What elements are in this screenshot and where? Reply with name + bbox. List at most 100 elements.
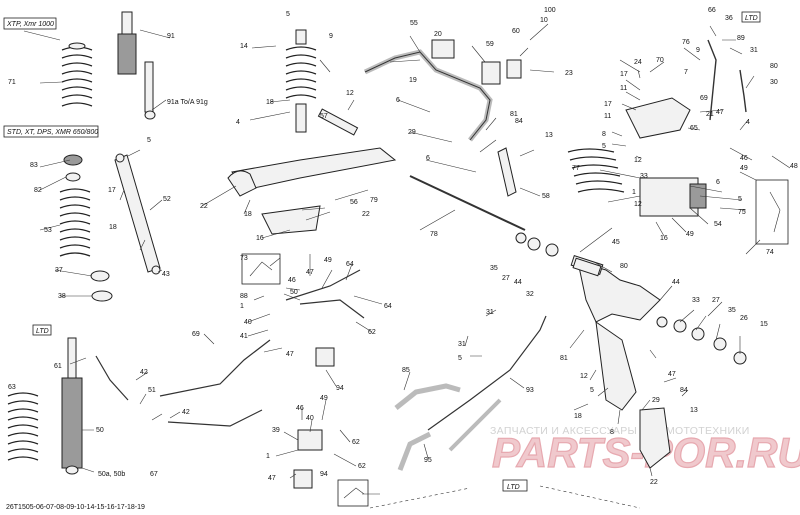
callout-42: 42 bbox=[140, 369, 148, 376]
callouts: 5 55 20 100 10 60 59 23 19 14 9 71 91 91… bbox=[8, 7, 798, 486]
callout-18b: 18 bbox=[109, 224, 117, 231]
callout-27b: 27 bbox=[712, 297, 720, 304]
callout-5e: 5 bbox=[738, 196, 742, 203]
callout-13b: 13 bbox=[690, 407, 698, 414]
tag-std: STD, XT, DPS, XMR 650/800 bbox=[7, 129, 98, 136]
callout-64: 64 bbox=[346, 261, 354, 268]
callout-61: 61 bbox=[54, 363, 62, 370]
callout-14: 14 bbox=[240, 43, 248, 50]
callout-66: 66 bbox=[708, 7, 716, 14]
callout-3: 33 bbox=[640, 173, 648, 180]
callout-36: 36 bbox=[725, 15, 733, 22]
callout-6: 6 bbox=[396, 97, 400, 104]
callout-84: 84 bbox=[515, 118, 523, 125]
callout-41: 41 bbox=[240, 333, 248, 340]
callout-74: 74 bbox=[766, 249, 774, 256]
callout-80: 80 bbox=[620, 263, 628, 270]
callout-49b: 49 bbox=[686, 231, 694, 238]
callout-51: 51 bbox=[148, 387, 156, 394]
callout-46: 46 bbox=[740, 155, 748, 162]
callout-13: 13 bbox=[545, 132, 553, 139]
callout-5d: 5 bbox=[602, 143, 606, 150]
callout-27: 27 bbox=[502, 275, 510, 282]
callout-47b: 47 bbox=[668, 371, 676, 378]
callout-42b: 42 bbox=[182, 409, 190, 416]
callout-58: 58 bbox=[542, 193, 550, 200]
callout-88: 88 bbox=[240, 293, 248, 300]
callout-5b: 5 bbox=[147, 137, 151, 144]
callout-35: 35 bbox=[490, 265, 498, 272]
callout-31b: 31 bbox=[486, 309, 494, 316]
callout-1c: 1 bbox=[266, 453, 270, 460]
callout-82: 82 bbox=[34, 187, 42, 194]
callout-63: 63 bbox=[8, 384, 16, 391]
callout-76: 76 bbox=[682, 39, 690, 46]
callout-26: 26 bbox=[740, 315, 748, 322]
callout-37: 37 bbox=[55, 267, 63, 274]
callout-77: 77 bbox=[572, 165, 580, 172]
callout-17b: 17 bbox=[620, 71, 628, 78]
callout-47d: 47 bbox=[286, 351, 294, 358]
callout-85: 85 bbox=[402, 367, 410, 374]
tag-ltd-bottom: LTD bbox=[507, 484, 520, 491]
callout-31: 31 bbox=[750, 47, 758, 54]
callout-45: 45 bbox=[612, 239, 620, 246]
callout-75: 75 bbox=[738, 209, 746, 216]
callout-11: 11 bbox=[620, 85, 627, 92]
callout-12b: 12 bbox=[580, 373, 588, 380]
callout-32b: 33 bbox=[692, 297, 700, 304]
callout-50: 50 bbox=[96, 427, 104, 434]
callout-44: 44 bbox=[514, 279, 522, 286]
callout-22b: 22 bbox=[362, 211, 370, 218]
leader-lines bbox=[23, 23, 791, 495]
callout-91ag: 91a To/A 91g bbox=[167, 99, 208, 106]
callout-47: 47 bbox=[716, 109, 724, 116]
callout-50ab: 50a, 50b bbox=[98, 471, 125, 478]
callout-73: 73 bbox=[240, 255, 248, 262]
callout-46c: 46 bbox=[296, 405, 304, 412]
watermark-caption: ЗАПЧАСТИ И АКСЕССУАРЫ ДЛЯ МОТОТЕХНИКИ bbox=[490, 425, 750, 437]
callout-39: 39 bbox=[272, 427, 280, 434]
callout-56: 56 bbox=[350, 199, 358, 206]
callout-84b: 84 bbox=[680, 387, 688, 394]
callout-71: 71 bbox=[8, 79, 16, 86]
callout-46b: 46 bbox=[288, 277, 296, 284]
callout-17c: 17 bbox=[604, 101, 612, 108]
callout-64b: 64 bbox=[384, 303, 392, 310]
callout-1: 1 bbox=[632, 189, 636, 196]
callout-81b: 81 bbox=[560, 355, 568, 362]
callout-1b: 1 bbox=[240, 303, 244, 310]
diagram-code: 26T1505-06-07-08-09-10-14-15-16-17-18-19 bbox=[6, 504, 145, 511]
callout-9b: 9 bbox=[696, 47, 700, 54]
callout-32: 32 bbox=[526, 291, 534, 298]
callout-15: 15 bbox=[760, 321, 768, 328]
callout-18d: 18 bbox=[574, 413, 582, 420]
callout-53: 53 bbox=[44, 227, 52, 234]
variant-tags: XTP, Xmr 1000 STD, XT, DPS, XMR 650/800 … bbox=[3, 11, 761, 492]
callout-69: 69 bbox=[192, 331, 200, 338]
callout-86: 80 bbox=[770, 63, 778, 70]
callout-91: 91 bbox=[167, 33, 175, 40]
callout-16b: 16 bbox=[660, 235, 668, 242]
callout-30: 30 bbox=[770, 79, 778, 86]
callout-29: 29 bbox=[408, 129, 416, 136]
callout-100: 100 bbox=[544, 7, 556, 14]
callout-43: 43 bbox=[162, 271, 170, 278]
callout-70: 70 bbox=[656, 57, 664, 64]
callout-94b: 94 bbox=[320, 471, 328, 478]
callout-29b: 29 bbox=[652, 397, 660, 404]
callout-11b: 11 bbox=[604, 113, 611, 120]
callout-38: 38 bbox=[58, 293, 66, 300]
callout-2: 12 bbox=[634, 201, 642, 208]
callout-67: 67 bbox=[150, 471, 158, 478]
callout-57: 57 bbox=[320, 113, 328, 120]
callout-62c: 62 bbox=[358, 463, 366, 470]
callout-49: 49 bbox=[740, 165, 748, 172]
callout-47c: 47 bbox=[306, 269, 314, 276]
callout-48: 48 bbox=[790, 163, 798, 170]
callout-7: 7 bbox=[684, 69, 688, 76]
callout-22: 22 bbox=[200, 203, 208, 210]
callout-60: 60 bbox=[512, 28, 520, 35]
tag-ltd-left: LTD bbox=[36, 328, 49, 335]
